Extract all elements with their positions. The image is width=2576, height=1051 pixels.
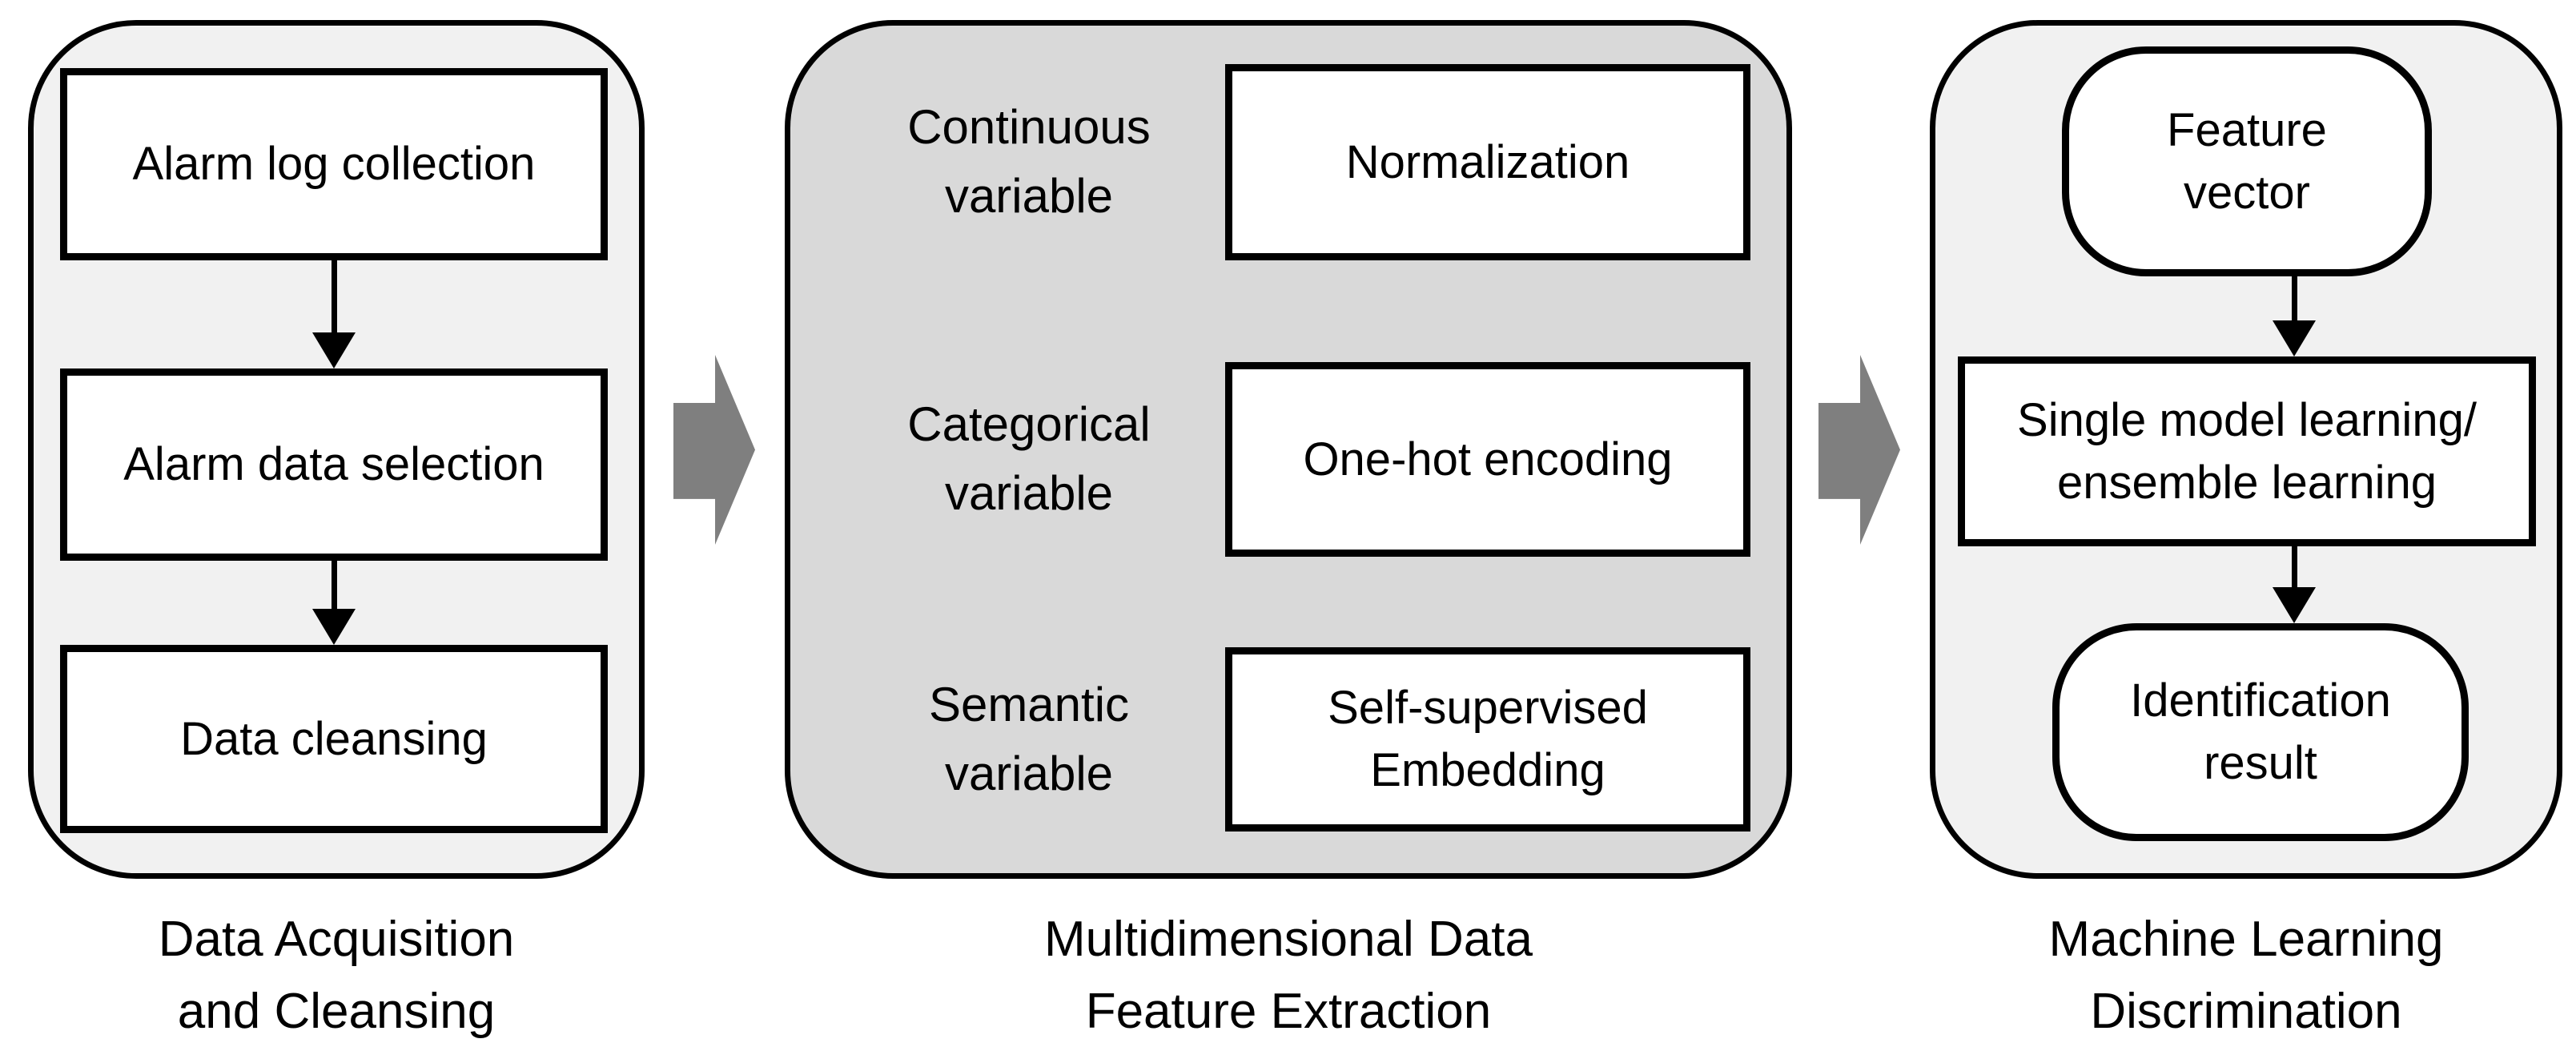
arrow-down-icon: [310, 561, 358, 645]
box-alarm-data-selection: Alarm data selection: [60, 368, 608, 561]
node-identification-result: Identification result: [2052, 623, 2469, 841]
arrow-stem: [2291, 546, 2297, 587]
arrow-stem: [2291, 276, 2297, 320]
caption-data-acquisition: Data Acquisition and Cleansing: [158, 912, 515, 1039]
caption-feature-extraction: Multidimensional Data Feature Extraction: [1044, 912, 1533, 1039]
arrow-head: [2273, 587, 2316, 623]
node-feature-vector: Feature vector: [2062, 46, 2432, 276]
arrow-stem: [331, 561, 337, 609]
arrow-head: [312, 609, 356, 645]
box-alarm-log-collection: Alarm log collection: [60, 68, 608, 260]
box-data-cleansing: Data cleansing: [60, 645, 608, 833]
caption-ml-discrimination: Machine Learning Discrimination: [2048, 912, 2444, 1039]
arrow-stem: [331, 260, 337, 332]
arrow-down-icon: [310, 260, 358, 368]
label-categorical-variable: Categorical variable: [907, 397, 1151, 520]
arrow-head: [312, 332, 356, 368]
arrow-down-icon: [2270, 546, 2318, 623]
block-arrow-right-icon: [673, 355, 755, 545]
arrow-head: [2273, 320, 2316, 356]
label-continuous-variable: Continuous variable: [907, 100, 1151, 223]
box-normalization: Normalization: [1225, 64, 1750, 260]
box-one-hot-encoding: One-hot encoding: [1225, 362, 1750, 557]
box-single-model-ensemble-learning: Single model learning/ ensemble learning: [1958, 356, 2536, 546]
arrow-down-icon: [2270, 276, 2318, 356]
box-self-supervised-embedding: Self-supervised Embedding: [1225, 647, 1750, 832]
block-arrow-right-icon: [1818, 355, 1900, 545]
label-semantic-variable: Semantic variable: [928, 678, 1130, 800]
